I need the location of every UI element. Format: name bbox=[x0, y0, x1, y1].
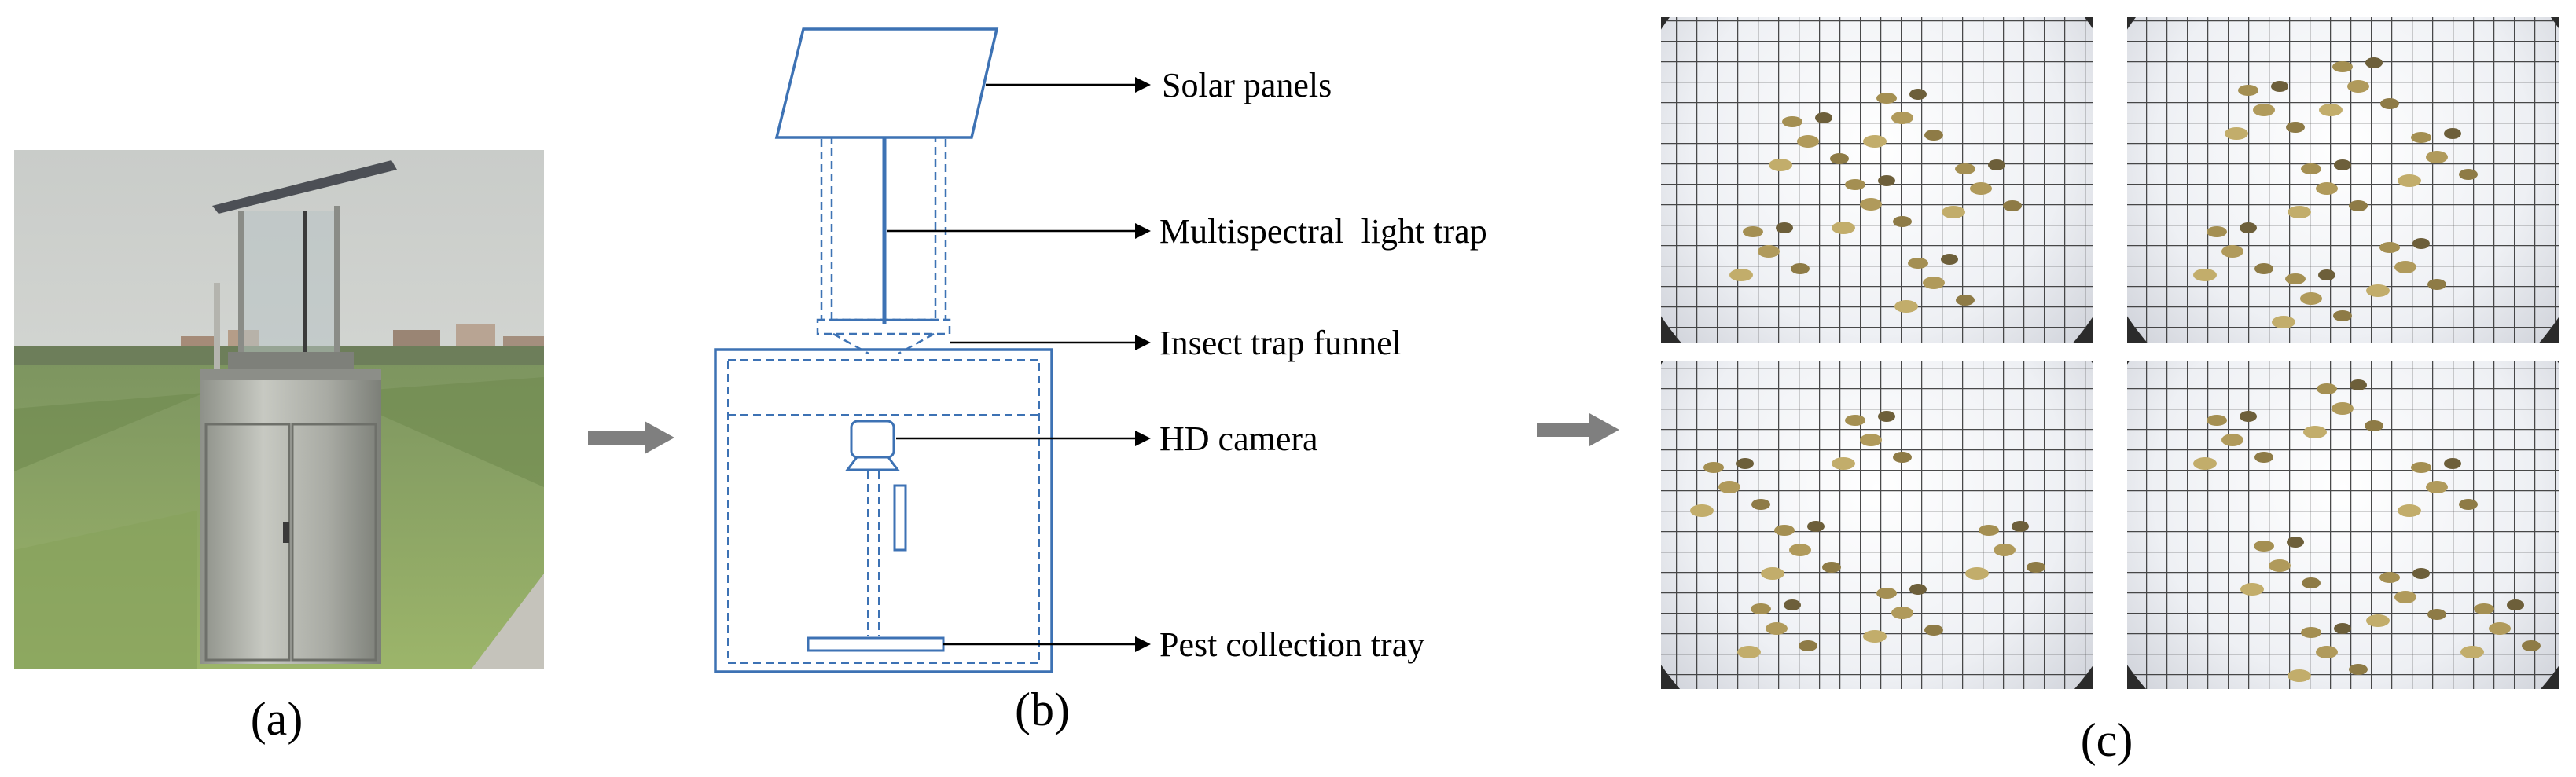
panel-c-image-1 bbox=[1661, 17, 2093, 343]
arrow-a-to-b bbox=[588, 421, 674, 454]
label-solar-panels: Solar panels bbox=[1162, 66, 1332, 104]
camera-body bbox=[850, 420, 895, 459]
panel-c-image-2 bbox=[2127, 17, 2559, 343]
panel-b-caption: (b) bbox=[1015, 684, 1070, 735]
leader-arrowheads bbox=[1135, 77, 1151, 652]
panel-a-photo bbox=[14, 150, 544, 669]
panel-c-caption: (c) bbox=[2081, 714, 2133, 766]
label-light-trap: Multispectral light trap bbox=[1159, 212, 1487, 251]
arrow-b-to-c bbox=[1537, 413, 1619, 446]
label-hd-camera: HD camera bbox=[1159, 420, 1318, 458]
leader-lines bbox=[887, 83, 1140, 646]
panel-c-image-4 bbox=[2127, 361, 2559, 689]
label-collection-tray: Pest collection tray bbox=[1159, 625, 1424, 664]
funnel-shape bbox=[816, 318, 951, 355]
panel-a-caption: (a) bbox=[251, 693, 303, 745]
solar-panel-shape bbox=[774, 27, 999, 139]
panel-b-diagram bbox=[714, 27, 1053, 673]
collection-box bbox=[714, 348, 1053, 673]
camera-lens bbox=[845, 456, 900, 471]
panel-c-image-3 bbox=[1661, 361, 2093, 689]
collection-tray-shape bbox=[807, 636, 945, 652]
label-trap-funnel: Insect trap funnel bbox=[1159, 324, 1402, 362]
